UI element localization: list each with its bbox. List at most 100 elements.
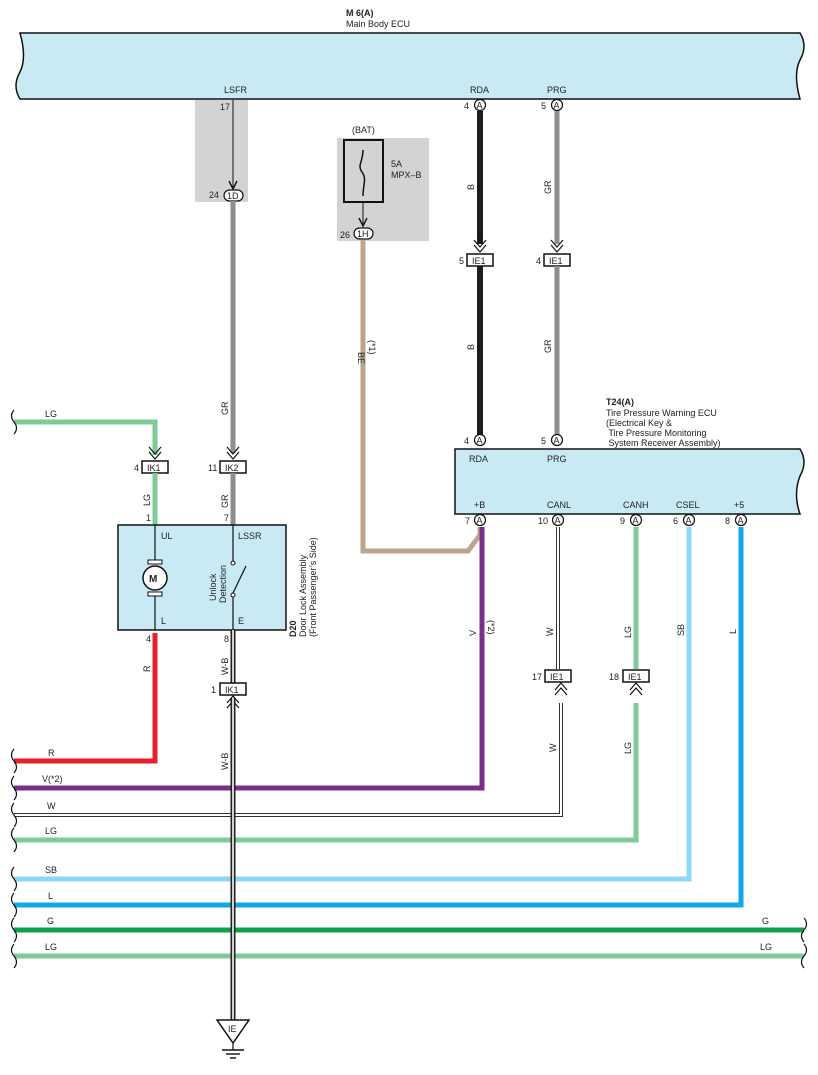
motor-brush-top xyxy=(147,559,163,565)
wb-circuit: W-B 1 IK1 W-B xyxy=(211,630,247,1020)
left-label-l: L xyxy=(48,891,53,901)
door-lock-lssr-pin: LSSR xyxy=(238,531,262,541)
ie1-w-connector xyxy=(544,669,572,683)
ie1-b-number: 5 xyxy=(459,256,464,266)
plus-b-pin-letter: A xyxy=(477,516,483,526)
tpw-ecu-name-line-4: System Receiver Assembly) xyxy=(606,438,721,448)
tpw-ecu-box xyxy=(454,448,805,515)
break-left-lg2 xyxy=(10,943,18,969)
wire-break-marks xyxy=(10,409,808,969)
prg-main-pin-number: 5 xyxy=(541,101,546,111)
prg-tpw-pin-circle xyxy=(550,433,564,447)
rda-wire-color-upper: B xyxy=(466,184,476,190)
left-label-lg: LG xyxy=(45,826,57,836)
switch-contact-top xyxy=(230,560,236,566)
break-right-g xyxy=(800,917,808,943)
canl-pin-number: 10 xyxy=(538,516,548,526)
main-body-ecu-box xyxy=(15,32,805,100)
ik1-top-double-arrow xyxy=(148,446,162,460)
tpw-bottom-pin-plus-5: +5 xyxy=(734,500,744,510)
rda-main-pin-circle xyxy=(473,98,487,112)
break-left-v xyxy=(10,775,18,801)
tpw-bottom-pin-plus-b: +B xyxy=(474,500,485,510)
break-left-l xyxy=(10,892,18,918)
tpw-bottom-pin-markers: 7 A 10 A 9 A 6 A 8 A xyxy=(465,513,748,527)
ik1-bottom-connector xyxy=(219,682,247,696)
right-label-lg: LG xyxy=(760,942,772,952)
prg-wire-color-upper: GR xyxy=(543,180,553,194)
wb-wire-label-lower: W-B xyxy=(220,753,230,770)
prg-main-pin-letter: A xyxy=(554,101,560,111)
left-label-v: V(*2) xyxy=(42,774,63,784)
rda-tpw-pin-letter: A xyxy=(477,436,483,446)
ie1-w-code: IE1 xyxy=(550,672,564,682)
door-lock-ul-pin: UL xyxy=(161,531,173,541)
tpw-bottom-pin-csel: CSEL xyxy=(676,500,700,510)
door-lock-side: (Front Passenger’s Side) xyxy=(308,537,318,637)
junction-1d-number: 24 xyxy=(209,190,219,200)
rda-circuit: RDA 4 A B 5 IE1 B 4 A xyxy=(459,85,494,447)
l-wire xyxy=(14,527,744,908)
prg-tpw-pin-number: 5 xyxy=(541,436,546,446)
lsfr-pin-name: LSFR xyxy=(224,85,248,95)
lsfr-arrow xyxy=(228,180,238,191)
fuse-output-number: 26 xyxy=(340,230,350,240)
main-body-ecu-name: Main Body ECU xyxy=(346,19,410,29)
lg-canh-wire-lower xyxy=(14,703,639,843)
tpw-ecu-name-line-2: (Electrical Key & xyxy=(606,418,672,428)
sb-wire xyxy=(14,527,692,882)
prg-main-pin-circle xyxy=(550,98,564,112)
door-lock-e-pin: E xyxy=(238,616,244,626)
canh-pin-number: 9 xyxy=(620,516,625,526)
lg-ul-wire-label: LG xyxy=(142,494,152,506)
rda-tpw-pin-number: 4 xyxy=(464,436,469,446)
plus-b-pin-number: 7 xyxy=(465,516,470,526)
csel-pin-letter: A xyxy=(686,516,692,526)
tpw-ecu-name-line-1: Tire Pressure Warning ECU xyxy=(606,408,717,418)
bus-wires xyxy=(14,419,804,959)
motor-label: M xyxy=(149,574,157,585)
tpw-ecu-name-line-3: Tire Pressure Monitoring xyxy=(606,428,707,438)
left-label-lg-top: LG xyxy=(45,409,57,419)
plus-5-pin-letter: A xyxy=(738,516,744,526)
break-left-r xyxy=(10,748,18,774)
ground-code: IE xyxy=(228,1024,237,1034)
fuse-output-code: 1H xyxy=(357,229,369,239)
tpw-ecu-code: T24(A) xyxy=(606,397,634,407)
r-wire xyxy=(14,633,158,764)
door-lock-name: Door Lock Assembly xyxy=(298,554,308,637)
rda-tpw-pin-circle xyxy=(473,433,487,447)
door-lock-l-pin: L xyxy=(161,616,166,626)
motor-brush-bottom xyxy=(147,591,163,597)
canh-pin-letter: A xyxy=(633,516,639,526)
door-lock-code: D20 xyxy=(288,620,298,637)
v-wire-label: V xyxy=(468,630,478,636)
lsfr-splice-background xyxy=(195,100,248,202)
rda-main-pin-number: 4 xyxy=(464,101,469,111)
left-label-r: R xyxy=(48,748,55,758)
ground-ie: IE xyxy=(215,1019,251,1059)
left-edge-labels: LG R V(*2) W LG SB L G LG G LG xyxy=(42,409,772,952)
main-body-ecu-code: M 6(A) xyxy=(346,8,374,18)
ie1-gr-code: IE1 xyxy=(549,256,563,266)
v-wire-note: (*2) xyxy=(486,620,496,635)
ik2-code: IK2 xyxy=(225,463,239,473)
ie1-b-code: IE1 xyxy=(472,256,486,266)
break-left-lg xyxy=(10,827,18,853)
w-wire xyxy=(14,703,562,816)
lsfr-pin-number: 17 xyxy=(220,102,230,112)
left-label-g: G xyxy=(47,916,54,926)
be-wire-note: (*1) xyxy=(367,340,377,355)
lsfr-circuit: LSFR 17 24 1D GR xyxy=(209,85,248,460)
switch-label-unlock: Unlock xyxy=(208,573,218,601)
canl-pin-circle xyxy=(551,513,565,527)
r-wire-label: R xyxy=(142,665,152,672)
tpw-top-pin-prg: PRG xyxy=(547,454,567,464)
plus-5-pin-circle xyxy=(734,513,748,527)
fuse-element-icon xyxy=(359,149,366,197)
break-left-lg-top xyxy=(10,409,18,435)
left-label-lg2: LG xyxy=(45,942,57,952)
ie1-w-double-arrow xyxy=(554,682,568,696)
tpw-bottom-pin-canl: CANL xyxy=(547,500,571,510)
